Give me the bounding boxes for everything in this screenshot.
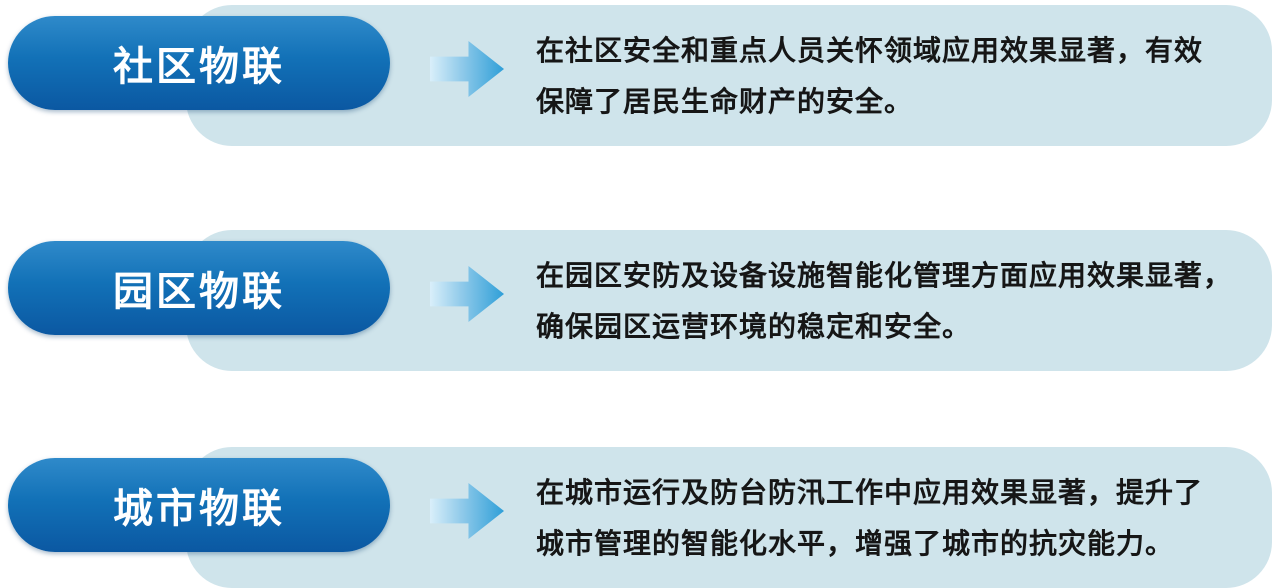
description-line: 保障了居民生命财产的安全。 <box>536 85 914 117</box>
category-pill-community: 社区物联 <box>8 16 390 110</box>
description-line: 城市管理的智能化水平，增强了城市的抗灾能力。 <box>536 527 1175 559</box>
description-text: 在社区安全和重点人员关怀领域应用效果显著，有效 保障了居民生命财产的安全。 <box>536 5 1203 146</box>
description-line: 确保园区运营环境的稳定和安全。 <box>536 310 972 342</box>
category-pill-city: 城市物联 <box>8 458 390 552</box>
row-park-iot: 园区物联 在园区安防及设备设施智能化管理方面应用效果显著， 确保园区运营环境的稳… <box>0 230 1272 371</box>
description-text: 在城市运行及防台防汛工作中应用效果显著，提升了 城市管理的智能化水平，增强了城市… <box>536 447 1203 588</box>
description-line: 在社区安全和重点人员关怀领域应用效果显著，有效 <box>536 34 1204 66</box>
row-community-iot: 社区物联 在社区安全和重点人员关怀领域应用效果显著，有效 保障了居民生命财产的安… <box>0 5 1272 146</box>
description-line: 在城市运行及防台防汛工作中应用效果显著，提升了 <box>536 476 1204 508</box>
description-text: 在园区安防及设备设施智能化管理方面应用效果显著， 确保园区运营环境的稳定和安全。 <box>536 230 1232 371</box>
category-label: 社区物联 <box>113 45 285 89</box>
row-city-iot: 城市物联 在城市运行及防台防汛工作中应用效果显著，提升了 城市管理的智能化水平，… <box>0 447 1272 588</box>
category-label: 园区物联 <box>113 270 285 314</box>
category-label: 城市物联 <box>113 487 285 531</box>
category-pill-park: 园区物联 <box>8 241 390 335</box>
description-line: 在园区安防及设备设施智能化管理方面应用效果显著， <box>536 259 1233 291</box>
